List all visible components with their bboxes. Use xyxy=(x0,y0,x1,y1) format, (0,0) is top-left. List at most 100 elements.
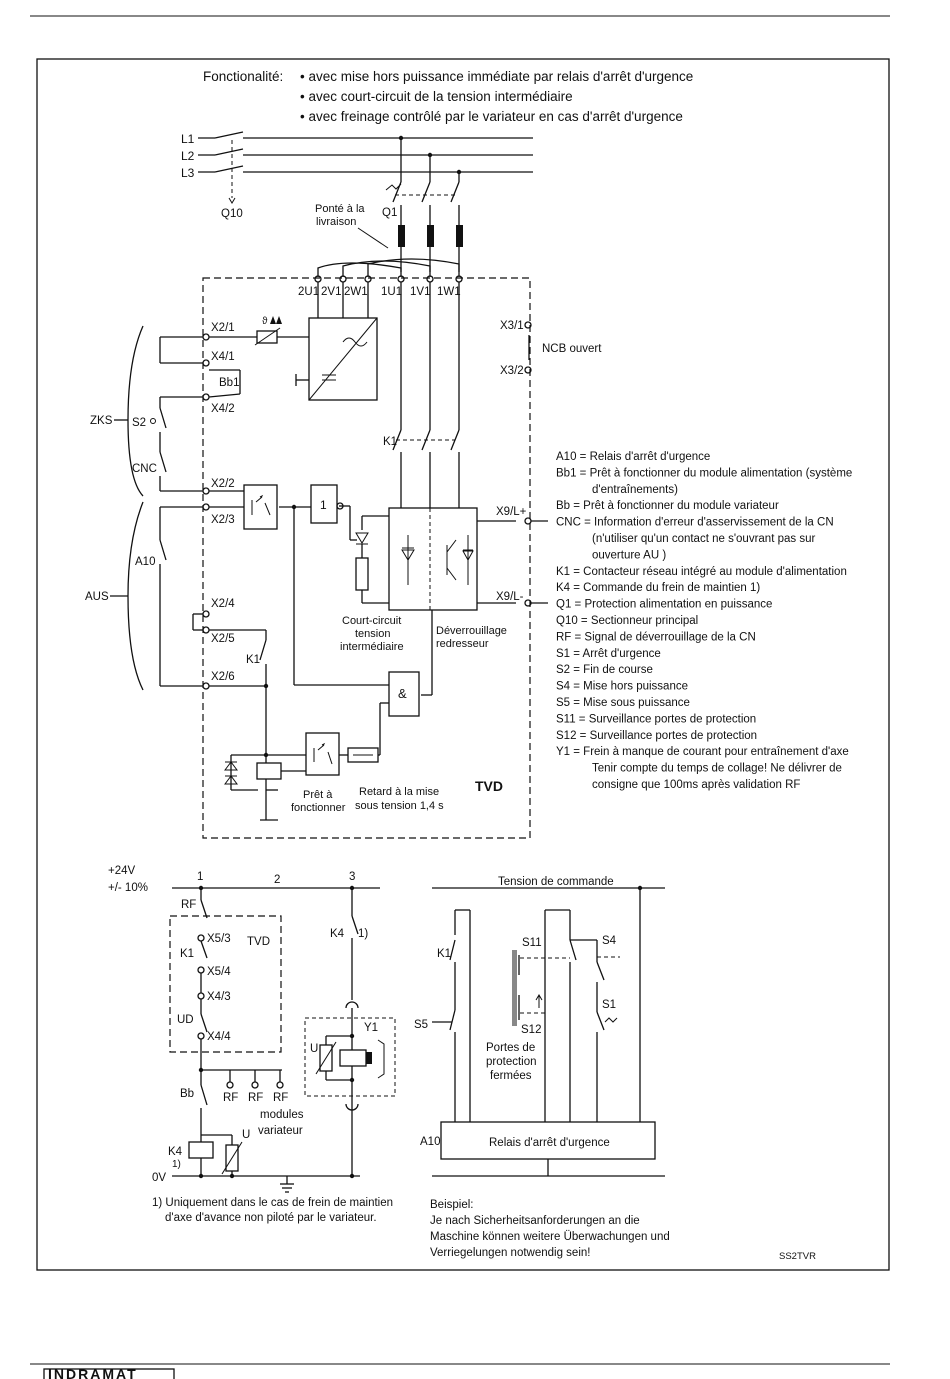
functionality-label: Fonctionalité: xyxy=(203,69,283,84)
y1-label: Y1 xyxy=(364,1022,378,1034)
note-2: Je nach Sicherheitsanforderungen an die xyxy=(430,1215,640,1227)
tvd-box xyxy=(202,277,531,839)
s1-label: S1 xyxy=(602,999,616,1011)
terminal-x4-3: X4/3 xyxy=(207,991,231,1003)
tvd-brake-label: TVD xyxy=(247,936,270,948)
k4-coil-label: K4 xyxy=(168,1146,183,1158)
tvd-brake-box xyxy=(169,915,282,1053)
delay-1: Retard à la mise xyxy=(359,786,439,798)
legend-line: S2 = Fin de course xyxy=(556,664,653,676)
node-3: 3 xyxy=(349,871,355,883)
power-section: K1 1 Court-circuit tension xyxy=(224,282,516,821)
legend-line: d'entraînements) xyxy=(592,484,678,496)
k1-ctrl-label: K1 xyxy=(437,948,451,960)
relay-k1-label: K1 xyxy=(246,654,260,666)
rectifier-unlock-2: redresseur xyxy=(436,638,489,650)
supply-tolerance: +/- 10% xyxy=(108,882,148,894)
short-circuit-1: Court-circuit xyxy=(342,615,401,627)
k1-brake-label: K1 xyxy=(180,948,194,960)
terminal-x2-1: X2/1 xyxy=(211,322,235,334)
a10-ext-label: A10 xyxy=(135,556,155,568)
legend-line: S4 = Mise hors puissance xyxy=(556,681,688,693)
legend-line: S11 = Surveillance portes de protection xyxy=(556,713,756,725)
delay-2: sous tension 1,4 s xyxy=(355,800,444,812)
legend-line: RF = Signal de déverrouillage de la CN xyxy=(556,631,756,643)
logic-one: 1 xyxy=(320,498,327,512)
figure-code: SS2TVR xyxy=(779,1251,816,1262)
line-label-l3: L3 xyxy=(181,166,195,180)
control-title: Tension de commande xyxy=(498,876,614,888)
logic-and: & xyxy=(398,686,407,701)
s5-label: S5 xyxy=(414,1019,428,1031)
legend-line: S12 = Surveillance portes de protection xyxy=(556,730,757,742)
legend-line: S1 = Arrêt d'urgence xyxy=(556,648,661,660)
s4-label: S4 xyxy=(602,935,617,947)
ready-1: Prêt à xyxy=(303,789,333,801)
q1-label: Q1 xyxy=(382,207,397,219)
bb-label: Bb xyxy=(180,1088,194,1100)
bullet-2: • avec court-circuit de la tension inter… xyxy=(300,89,573,104)
terminal-x5-4: X5/4 xyxy=(207,966,231,978)
short-circuit-3: intermédiaire xyxy=(340,641,404,653)
terminal-x2-6: X2/6 xyxy=(211,671,235,683)
logo-text: INDRAMAT xyxy=(48,1366,138,1379)
rf-output-1: RF xyxy=(223,1092,238,1104)
note-1: Beispiel: xyxy=(430,1199,473,1211)
legend-line: S5 = Mise sous puissance xyxy=(556,697,690,709)
footnote-1: 1) Uniquement dans le cas de frein de ma… xyxy=(152,1197,393,1209)
terminal-x5-3: X5/3 xyxy=(207,933,231,945)
legend-line: K1 = Contacteur réseau intégré au module… xyxy=(556,566,847,578)
terminal-1v1: 1V1 xyxy=(410,286,430,298)
note-3: Maschine können weitere Überwachungen un… xyxy=(430,1231,670,1243)
zks-label: ZKS xyxy=(90,415,113,427)
terminal-x9-lplus: X9/L+ xyxy=(496,506,527,518)
legend-line: (n'utiliser qu'un contact ne s'ouvrant p… xyxy=(592,533,815,545)
legend-line: Y1 = Frein à manque de courant pour entr… xyxy=(556,746,849,758)
external-safety-chain: ZKS AUS S2 CNC A10 xyxy=(85,325,203,691)
k4-contact-label: K4 xyxy=(330,928,345,940)
terminal-2v1: 2V1 xyxy=(321,286,341,298)
tvd-name: TVD xyxy=(475,778,503,794)
bb1-label: Bb1 xyxy=(219,377,239,389)
control-circuit: Tension de commande K1 S5 S4 S1 S11 xyxy=(414,876,670,1259)
bridge-note-1: Ponté à la xyxy=(315,203,365,215)
node-1: 1 xyxy=(197,871,203,883)
left-terminals: X2/1 X4/1 X4/2 X2/2 X2/3 X2/4 X2/5 X2/6 … xyxy=(202,316,309,755)
terminal-x2-4: X2/4 xyxy=(211,598,235,610)
s2-label: S2 xyxy=(132,417,146,429)
modules-2: variateur xyxy=(258,1125,303,1137)
rf-output-3: RF xyxy=(273,1092,288,1104)
indramat-logo: INDRAMAT xyxy=(43,1366,175,1379)
legend-line: Bb = Prêt à fonctionner du module variat… xyxy=(556,500,779,512)
terminal-1w1: 1W1 xyxy=(437,286,461,298)
u-label-2: U xyxy=(310,1043,318,1055)
terminal-x3-1: X3/1 xyxy=(500,320,524,332)
cnc-label: CNC xyxy=(132,463,157,475)
top-terminals: 2U1 2V1 2W1 1U1 1V1 1W1 xyxy=(298,275,463,298)
footnote-2: d'axe d'avance non piloté par le variate… xyxy=(165,1212,377,1224)
legend-line: K4 = Commande du frein de maintien 1) xyxy=(556,582,760,594)
right-terminals: X3/1 X3/2 NCB ouvert X9/L+ X9/L- xyxy=(496,320,602,607)
k4-contact-note: 1) xyxy=(358,928,368,940)
ncb-label: NCB ouvert xyxy=(542,343,602,355)
modules-1: modules xyxy=(260,1109,304,1121)
doors-3: fermées xyxy=(490,1070,532,1082)
q10-label: Q10 xyxy=(221,208,243,220)
terminal-2u1: 2U1 xyxy=(298,286,319,298)
legend-line: ouverture AU ) xyxy=(592,549,666,561)
legend-line: Bb1 = Prêt à fonctionner du module alime… xyxy=(556,467,852,479)
theta-label: ϑ xyxy=(262,316,268,327)
aus-label: AUS xyxy=(85,591,109,603)
doors-1: Portes de xyxy=(486,1042,535,1054)
legend-line: Tenir compte du temps de collage! Ne dél… xyxy=(592,763,842,775)
note-4: Verriegelungen notwendig sein! xyxy=(430,1247,590,1259)
mains-supply: L1 L2 L3 Q10 Q1 Pont xyxy=(181,131,533,277)
u-label-1: U xyxy=(242,1129,250,1141)
terminal-x2-5: X2/5 xyxy=(211,633,235,645)
terminal-x2-3: X2/3 xyxy=(211,514,235,526)
rf-output-2: RF xyxy=(248,1092,263,1104)
terminal-x3-2: X3/2 xyxy=(500,365,524,377)
bullet-1: • avec mise hors puissance immédiate par… xyxy=(300,69,693,84)
